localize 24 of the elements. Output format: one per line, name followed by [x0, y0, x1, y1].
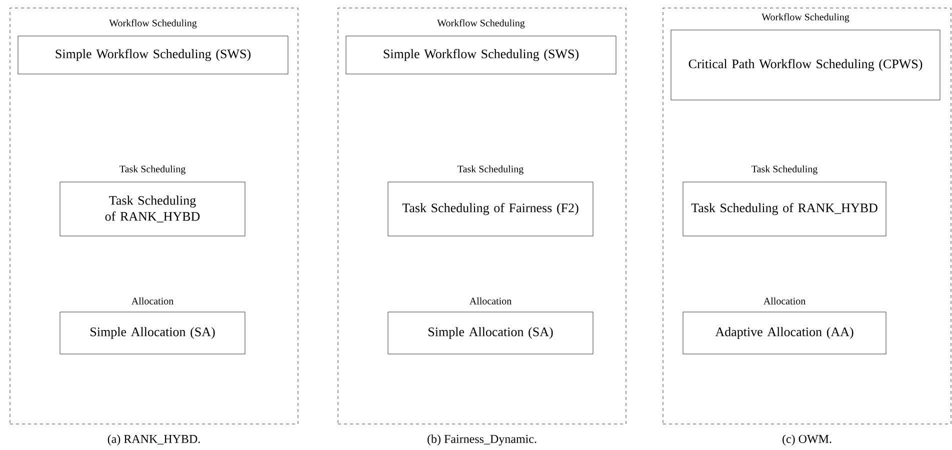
box-heading: Task Scheduling: [120, 165, 186, 174]
scheduling-box: Simple Allocation (SA): [60, 312, 246, 354]
scheduling-box: Task Scheduling of RANK_HYBD: [60, 182, 246, 236]
box-heading: Workflow Scheduling: [437, 19, 525, 28]
box-heading: Allocation: [132, 297, 174, 304]
scheduling-box: Task Scheduling of Fairness (F2): [388, 182, 594, 236]
box-heading: Task Scheduling: [752, 165, 818, 174]
scheduling-box: Task Scheduling of RANK_HYBD: [682, 182, 886, 236]
dashed-panel: [10, 8, 298, 424]
box-heading: Workflow Scheduling: [762, 13, 850, 22]
box-heading: Allocation: [470, 297, 512, 304]
scheduling-box: Simple Workflow Scheduling (SWS): [346, 36, 616, 74]
scheduling-box: Adaptive Allocation (AA): [682, 312, 886, 354]
scheduling-box: Critical Path Workflow Scheduling (CPWS): [670, 30, 940, 100]
panel-caption: (a) RANK_HYBD.: [108, 434, 200, 446]
panel-caption: (c) OWM.: [782, 434, 832, 446]
scheduling-box: Simple Workflow Scheduling (SWS): [18, 36, 288, 74]
box-heading: Task Scheduling: [458, 165, 524, 174]
box-heading: Allocation: [764, 297, 806, 304]
scheduling-box: Simple Allocation (SA): [388, 312, 594, 354]
dashed-panel: [338, 8, 626, 424]
panel-caption: (b) Fairness_Dynamic.: [428, 434, 536, 446]
dashed-panel: [662, 8, 952, 424]
box-heading: Workflow Scheduling: [109, 19, 197, 28]
